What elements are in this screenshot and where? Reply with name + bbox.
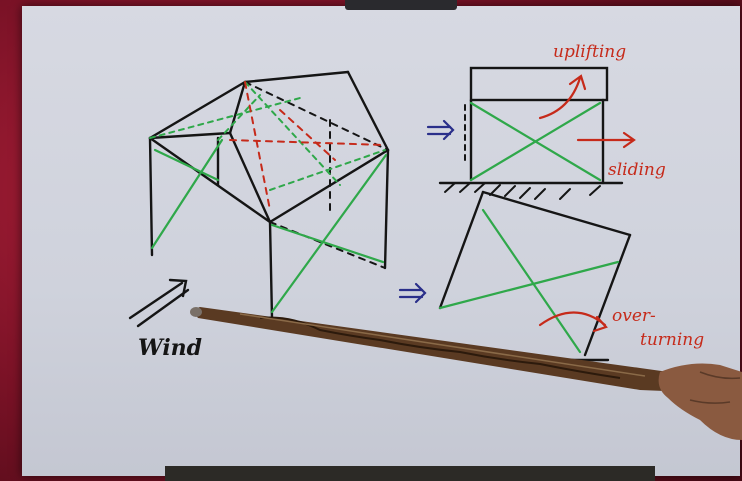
- hand: [659, 364, 742, 440]
- sliding-label: sliding: [608, 160, 666, 180]
- wind-arrows: [130, 280, 188, 326]
- overturning-label-line1: over-: [612, 306, 656, 326]
- overturning-label-line2: turning: [640, 330, 704, 350]
- frame-uplift-slide-sketch: [440, 68, 634, 199]
- uplifting-label: uplifting: [553, 42, 626, 62]
- frame-overturn-sketch: [440, 192, 630, 360]
- implies-arrow-bottom: [400, 284, 425, 302]
- implies-arrow-top: [428, 121, 453, 139]
- wind-label: Wind: [138, 335, 202, 361]
